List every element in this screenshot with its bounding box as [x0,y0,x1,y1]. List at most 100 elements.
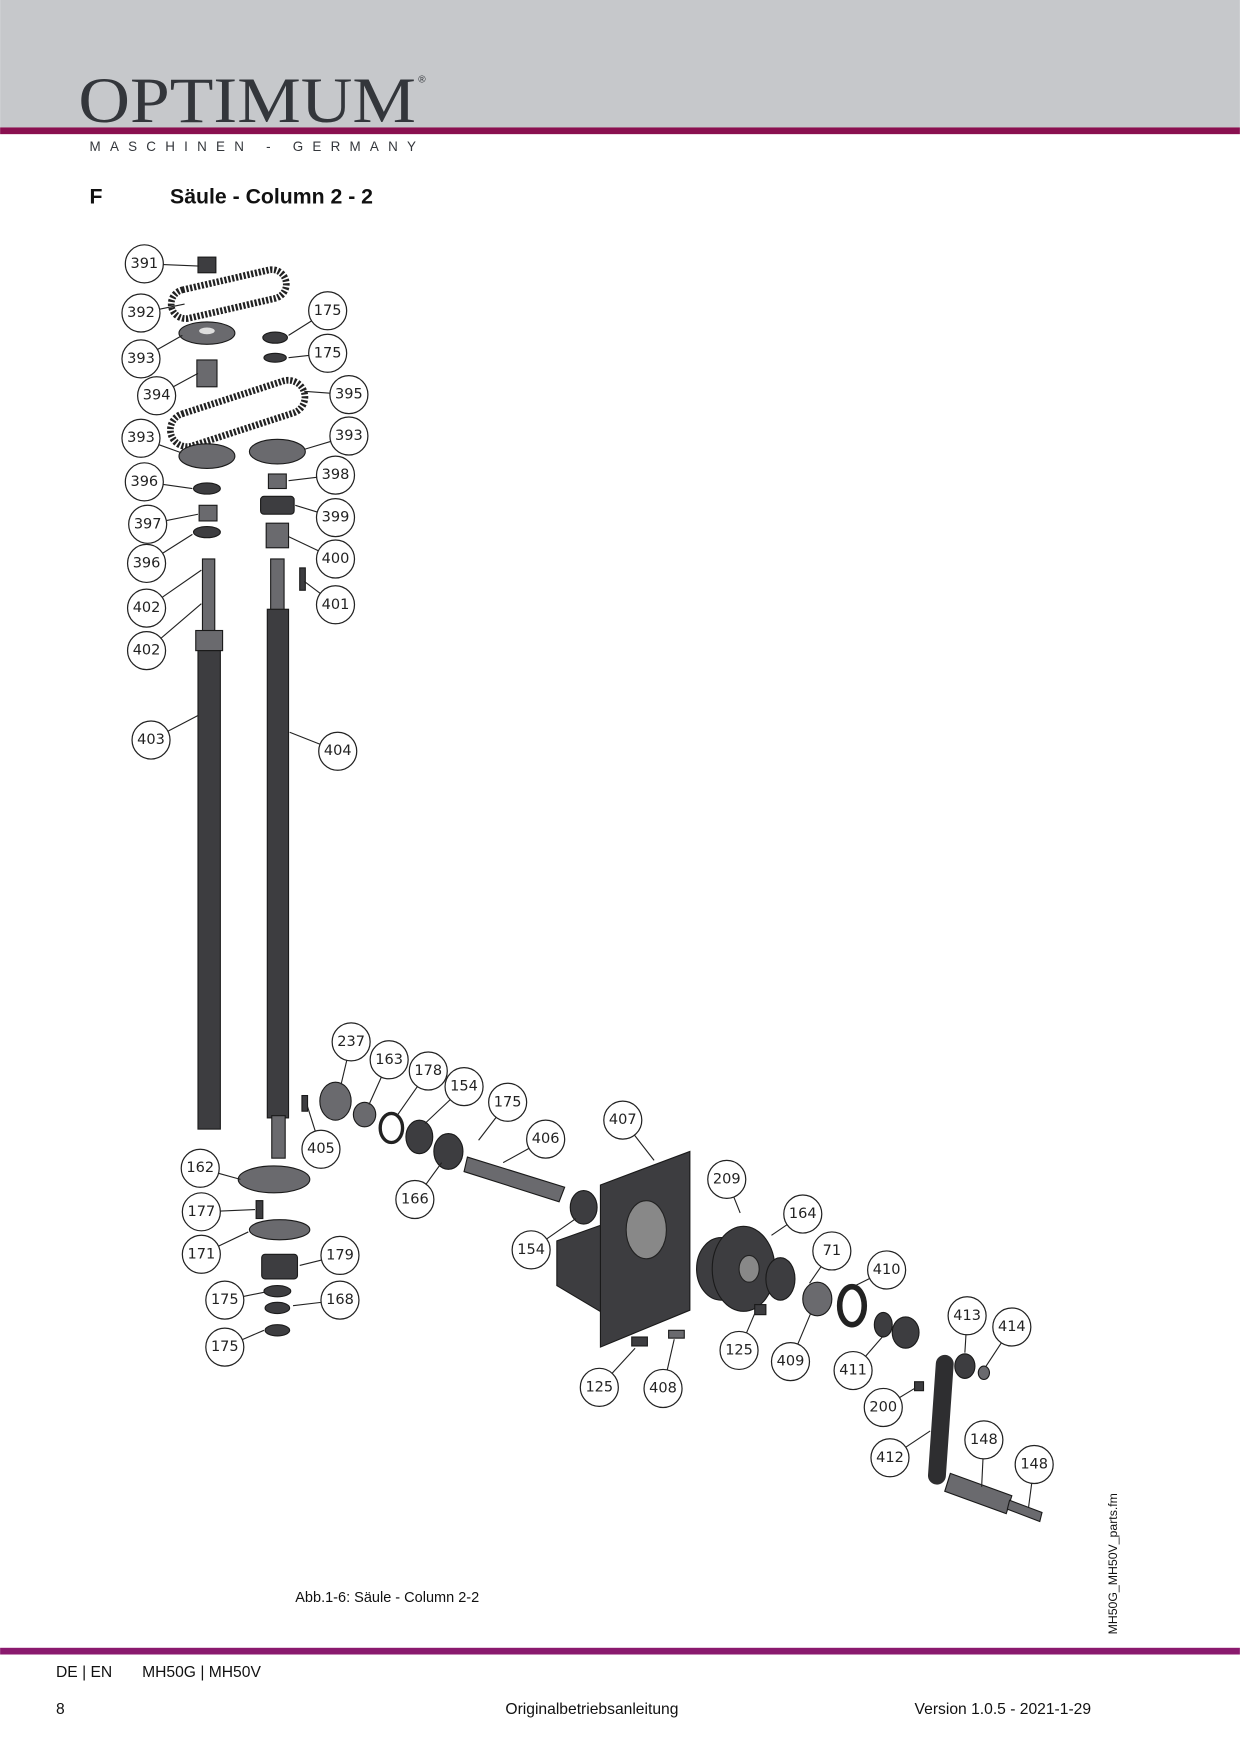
callout-label: 178 [414,1063,442,1079]
bearing-part [261,1253,299,1280]
callout-leader-line [899,1387,915,1399]
bracket-foot [556,1223,605,1315]
callout-leader-line [985,1342,1002,1367]
callout-circle [181,1234,221,1274]
callout-410: 410 [855,1250,907,1290]
document-type: Originalbetriebsanleitung [505,1701,678,1718]
callout-label: 393 [335,428,363,444]
document-version: Version 1.0.5 - 2021-1-29 [915,1701,1092,1718]
figure-side-label: MH50G_MH50V_parts.fm [1106,1493,1120,1634]
callout-label: 399 [322,510,350,526]
callout-125: 125 [579,1347,636,1407]
callout-label: 393 [127,430,155,446]
callout-label: 175 [211,1339,239,1355]
callout-circle [863,1387,903,1428]
callout-label: 408 [649,1380,677,1396]
callout-leader-line [368,1076,382,1105]
callout-circle [329,416,369,456]
callout-circle [783,1194,823,1234]
callout-circle [131,720,171,760]
handle-pin-148 [1006,1499,1043,1523]
bushing-part [433,1133,464,1170]
callout-circle [719,1330,759,1371]
callout-circle [308,291,348,331]
callout-circle [301,1129,341,1169]
handle-148 [944,1472,1013,1515]
shaft-404 [266,608,290,1119]
circlip-part [378,1111,405,1145]
screw-part [754,1304,767,1316]
callout-circle [180,1148,220,1188]
shaft-404-end [271,1115,286,1159]
callout-label: 177 [187,1204,215,1220]
callout-leader-line [905,1430,931,1448]
callout-166: 166 [395,1162,443,1220]
callout-402: 402 [126,569,202,628]
callout-circle [121,339,161,379]
callout-leader-line [307,1106,316,1132]
screw-200 [914,1381,925,1392]
bearing-part [260,495,295,515]
callout-405: 405 [301,1106,341,1169]
belt-part [167,376,309,450]
shaft-403-collar [195,629,224,652]
callout-label: 175 [314,345,342,361]
section-letter: F [90,184,103,208]
callout-leader-line [289,731,321,745]
callout-125: 125 [719,1313,759,1371]
callout-label: 171 [187,1246,215,1262]
spacer-part [196,359,218,388]
callout-circle [526,1119,566,1159]
callout-circle [707,1159,747,1200]
callout-label: 148 [1020,1456,1048,1472]
callout-label: 412 [876,1450,904,1466]
washer-414 [977,1365,991,1381]
callout-402: 402 [126,603,202,671]
shaft-406 [463,1156,566,1203]
callout-label: 237 [337,1034,365,1050]
callout-label: 407 [609,1112,637,1128]
callout-leader-line [288,476,317,482]
brand-logo: OPTIMUM [78,65,416,137]
callout-leader-line [425,1162,443,1185]
figure-caption: Abb.1-6: Säule - Column 2-2 [295,1590,479,1606]
brand-tagline: MASCHINEN - GERMANY [90,139,416,154]
callout-154: 154 [511,1218,577,1270]
callout-leader-line [303,580,321,594]
callout-label: 403 [137,732,165,748]
bearing-part [192,482,221,495]
callout-leader-line [288,320,312,336]
spacer-part [265,522,290,549]
callout-circle [488,1082,528,1122]
callout-leader-line [159,303,185,310]
callout-403: 403 [131,714,199,760]
callout-circle [121,418,161,458]
header-accent-line [0,127,1240,135]
header-band [0,0,1240,128]
callout-circle [320,1280,360,1320]
callout-175: 175 [288,291,348,336]
callout-label: 154 [450,1079,478,1095]
callout-392: 392 [121,293,185,333]
callout-399: 399 [295,497,356,538]
callout-leader-line [173,372,199,388]
callout-circle [603,1100,643,1140]
callout-circle [318,731,358,771]
callout-leader-line [340,1060,348,1085]
washer-part [263,1285,292,1298]
callout-393: 393 [304,416,369,456]
callout-412: 412 [870,1430,931,1478]
ring-part [765,1257,796,1301]
crank-arm-412 [927,1354,954,1485]
callout-leader-line [809,1266,822,1284]
callout-leader-line [1028,1483,1033,1508]
callout-label: 396 [133,555,161,571]
spacer-part [267,473,287,490]
callout-label: 397 [134,516,162,532]
callout-leader-line [163,264,200,267]
callout-177: 177 [181,1192,256,1232]
callout-148: 148 [1014,1444,1054,1508]
callout-398: 398 [288,455,356,495]
flange-part [248,1219,311,1241]
callout-391: 391 [124,244,200,284]
